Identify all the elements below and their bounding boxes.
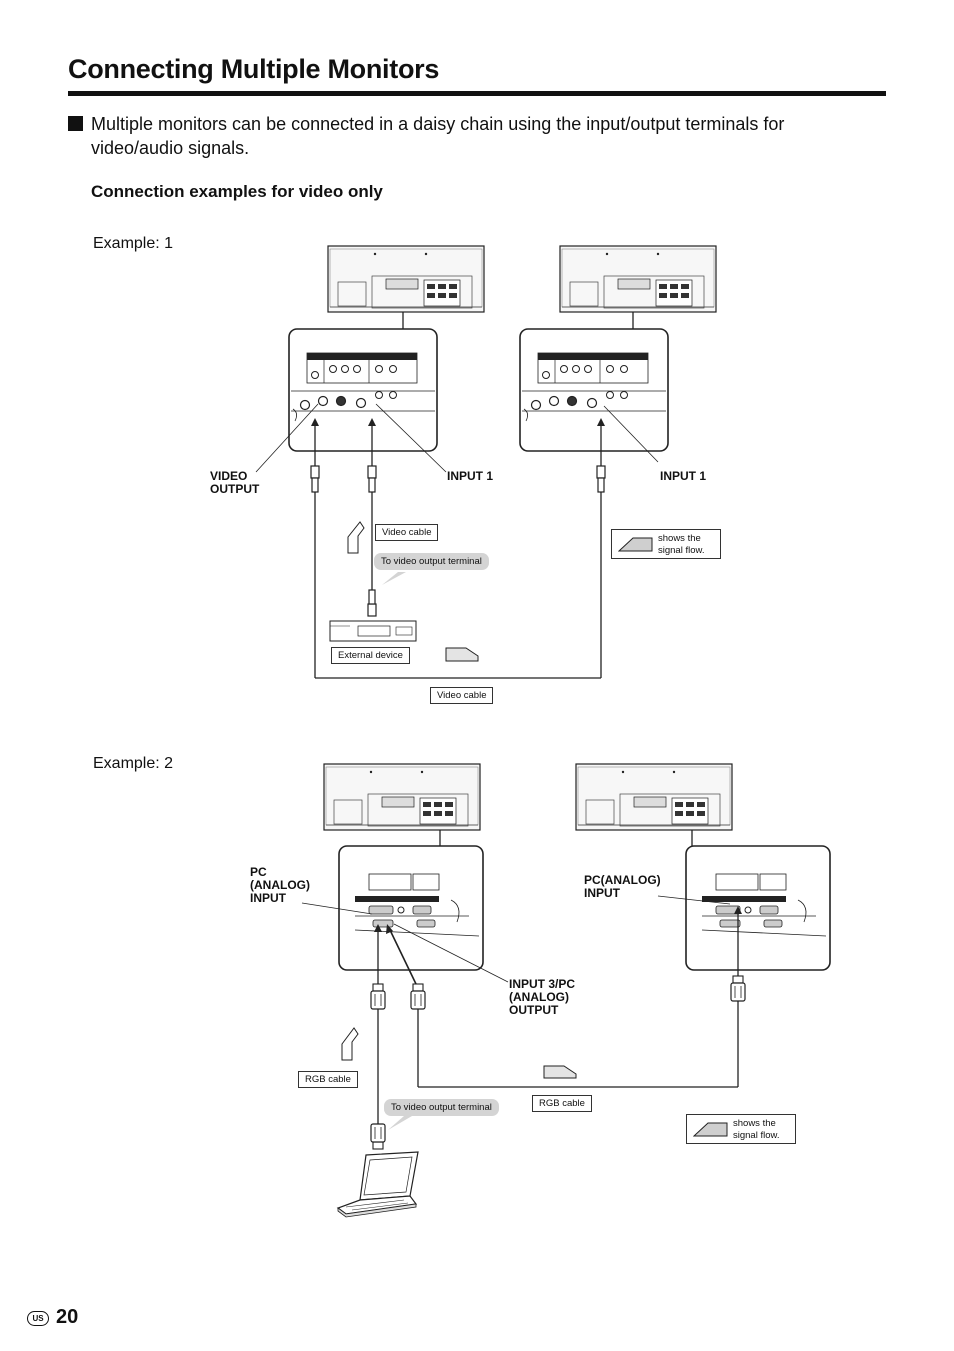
legend-text: shows the signal flow. xyxy=(658,533,705,556)
pc-analog-input-right-label: PC(ANALOG) INPUT xyxy=(584,873,661,900)
signal-flow-arrow-icon xyxy=(618,537,653,552)
legend-text: shows the signal flow. xyxy=(733,1118,780,1141)
title-rule xyxy=(68,91,886,96)
video-output-terminal-bubble-2: To video output terminal xyxy=(384,1099,499,1116)
page-title: Connecting Multiple Monitors xyxy=(68,54,440,84)
region-badge: US xyxy=(27,1311,49,1326)
input-1-left-label: INPUT 1 xyxy=(447,469,494,483)
video-cable-top-label: Video cable xyxy=(375,524,439,541)
signal-flow-legend-1: shows the signal flow. xyxy=(611,529,721,559)
example-1-label: Example: 1 xyxy=(93,235,174,252)
signal-flow-legend-2: shows the signal flow. xyxy=(686,1114,796,1144)
intro-paragraph: Multiple monitors can be connected in a … xyxy=(91,114,785,158)
input-3-pc-analog-output-label: INPUT 3/PC (ANALOG) OUTPUT xyxy=(509,977,576,1017)
rgb-cable-left-label: RGB cable xyxy=(298,1071,358,1088)
section-subheading: Connection examples for video only xyxy=(91,182,383,201)
video-cable-bottom-label: Video cable xyxy=(430,687,494,704)
video-output-label: VIDEO OUTPUT xyxy=(210,469,260,496)
input-1-right-label: INPUT 1 xyxy=(660,469,707,483)
example-2-label: Example: 2 xyxy=(93,755,174,772)
video-output-terminal-bubble: To video output terminal xyxy=(374,553,489,570)
square-bullet-icon xyxy=(68,116,83,131)
pc-analog-input-left-label: PC (ANALOG) INPUT xyxy=(250,865,310,905)
external-device-label: External device xyxy=(331,647,410,664)
page-number: 20 xyxy=(56,1306,79,1328)
rgb-cable-right-label: RGB cable xyxy=(532,1095,592,1112)
signal-flow-arrow-icon xyxy=(693,1122,728,1137)
